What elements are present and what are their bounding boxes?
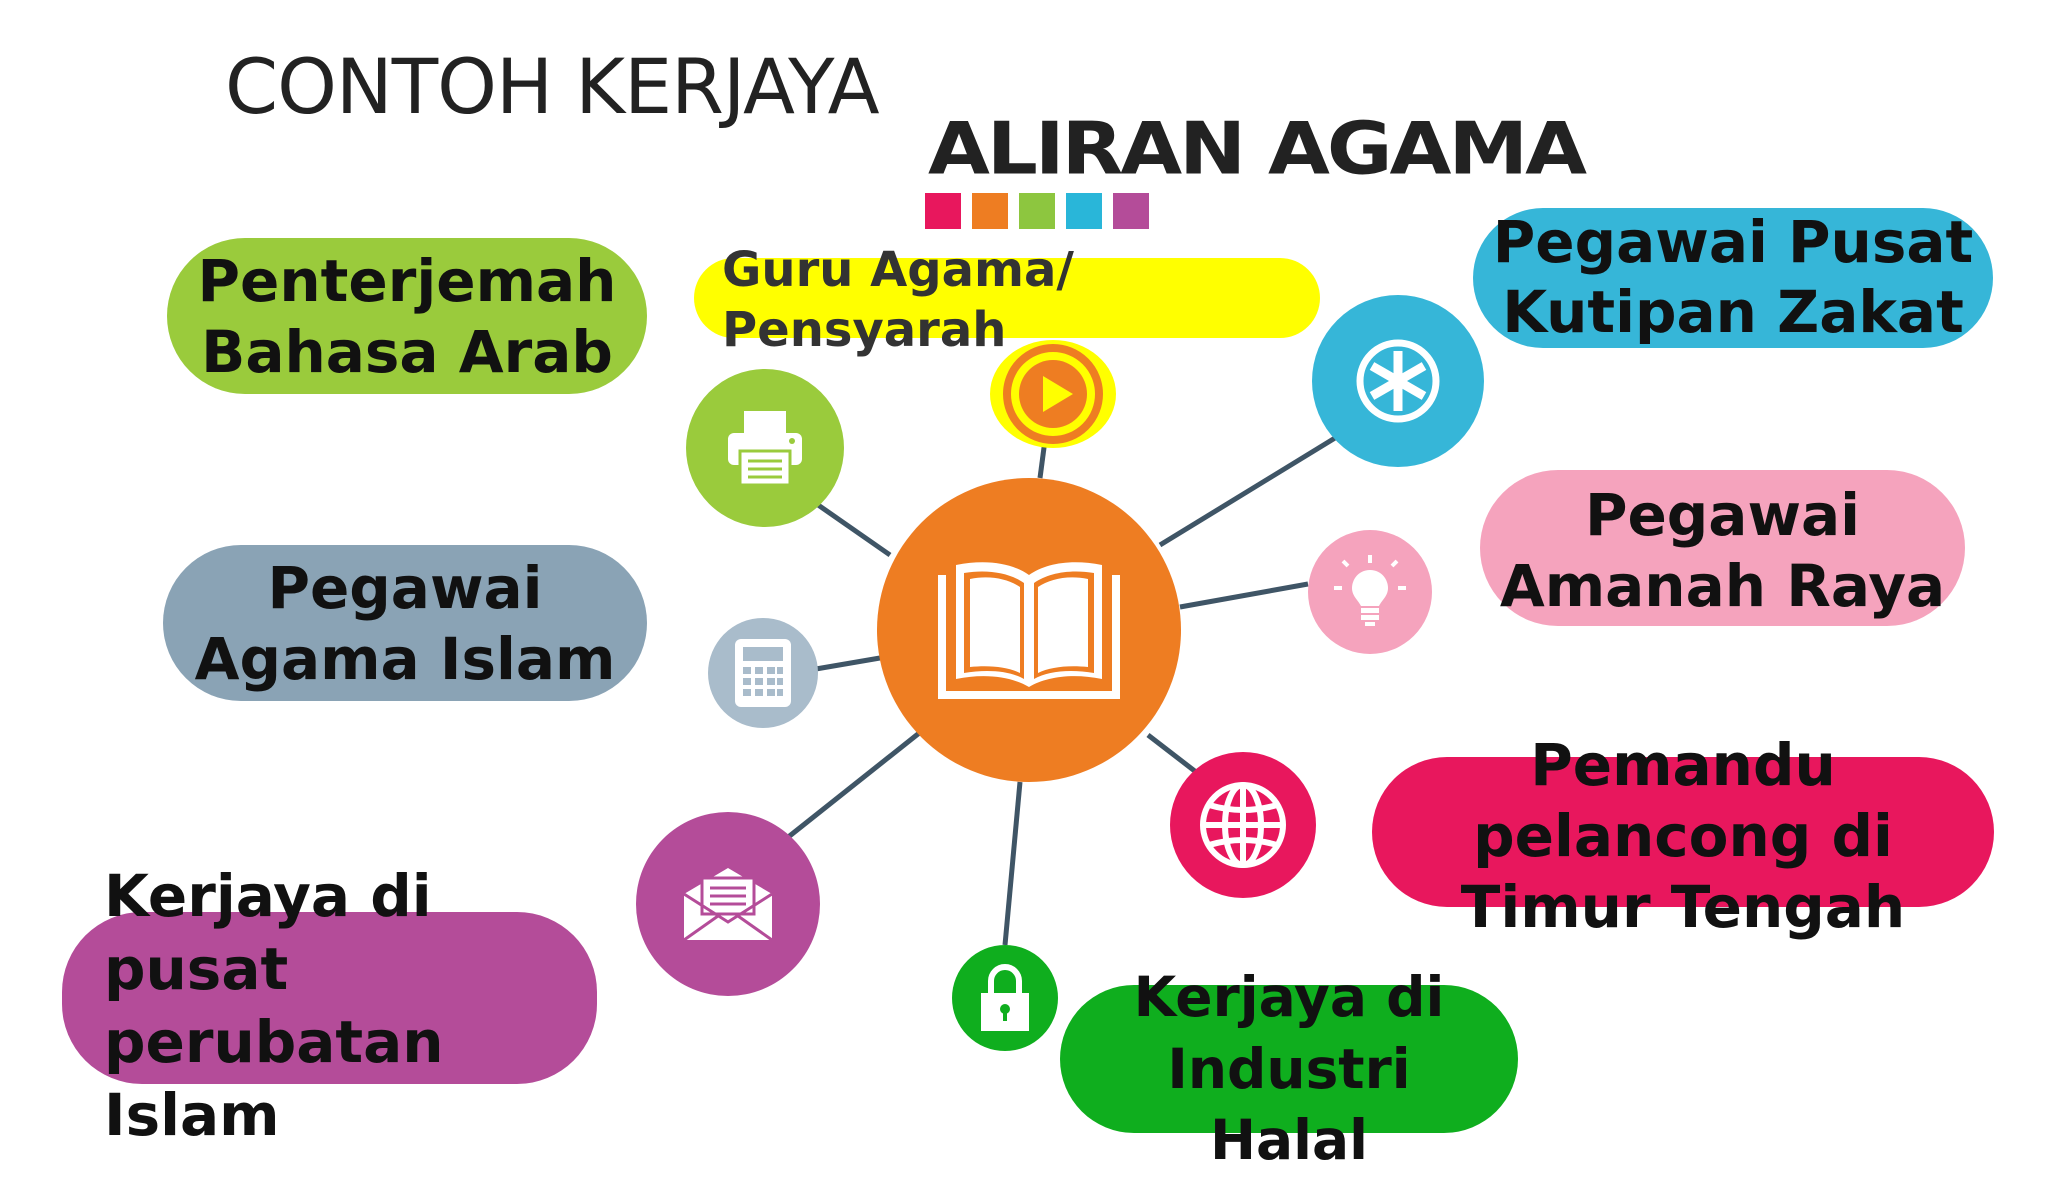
asterisk-icon: [1356, 339, 1440, 423]
envelope-icon: [683, 868, 773, 942]
connector-lightbulb: [1179, 581, 1309, 610]
open-book-icon: [938, 562, 1120, 699]
connector-globe: [1146, 733, 1198, 774]
asterisk-node: [1312, 295, 1484, 467]
swatch-pink: [925, 193, 961, 229]
play-node: [990, 340, 1116, 448]
swatch-blue: [1066, 193, 1102, 229]
connector-envelope: [780, 728, 925, 844]
swatch-purple: [1113, 193, 1149, 229]
globe-icon: [1200, 782, 1286, 868]
swatch-green: [1019, 193, 1055, 229]
career-penterjemah-pill: [167, 238, 647, 394]
globe-node: [1170, 752, 1316, 898]
swatch-orange: [972, 193, 1008, 229]
career-agama-pill: [163, 545, 647, 701]
padlock-node: [952, 945, 1058, 1051]
career-pemandu-pill: [1372, 757, 1994, 907]
career-halal-pill: [1060, 985, 1518, 1133]
connector-asterisk: [1158, 435, 1337, 548]
calculator-icon: [735, 639, 791, 707]
envelope-node: [636, 812, 820, 996]
career-perubatan-pill: [62, 912, 597, 1084]
connector-calculator: [809, 655, 881, 673]
career-zakat-pill: [1473, 208, 1993, 348]
connector-padlock: [1002, 781, 1023, 946]
lightbulb-icon: [1334, 555, 1406, 626]
career-amanah-pill: [1480, 470, 1965, 626]
career-guru-pill: [694, 258, 1320, 338]
calculator-node: [708, 618, 818, 728]
printer-icon: [728, 411, 802, 487]
play-button-icon: [1003, 344, 1103, 444]
center-hub: [877, 478, 1181, 782]
padlock-icon: [981, 964, 1029, 1031]
career-guru-label: Guru Agama/Pensyarah: [722, 242, 1074, 358]
printer-node: [686, 369, 844, 527]
title-contoh-kerjaya: CONTOH KERJAYA: [225, 42, 880, 131]
lightbulb-node: [1308, 530, 1432, 654]
title-aliran-agama: ALIRAN AGAMA: [928, 106, 1587, 191]
